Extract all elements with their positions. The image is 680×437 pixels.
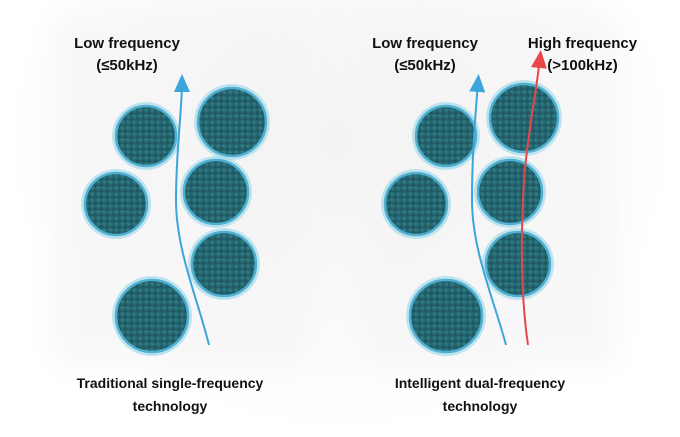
right-low-frequency-label: Low frequency (≤50kHz) [350, 33, 500, 77]
caption-line: technology [442, 398, 518, 414]
right-cell-group [381, 80, 562, 356]
cell [188, 228, 260, 300]
left-caption: Traditional single-frequency technology [40, 372, 300, 418]
high-frequency-arrow [520, 50, 547, 346]
caption-line: Traditional single-frequency [76, 375, 264, 391]
cell [112, 276, 192, 356]
right-high-frequency-label: High frequency (>100kHz) [505, 33, 660, 77]
high-frequency-range: (>100kHz) [547, 57, 618, 74]
low-frequency-range: (≤50kHz) [96, 57, 158, 74]
right-caption: Intelligent dual-frequency technology [350, 372, 610, 418]
cell [482, 228, 554, 300]
left-cell-group [81, 84, 270, 356]
low-frequency-arrow [173, 74, 210, 346]
caption-line: technology [132, 398, 208, 414]
low-frequency-title: Low frequency [372, 35, 478, 52]
cell [406, 276, 486, 356]
left-low-frequency-label: Low frequency (≤50kHz) [52, 33, 202, 77]
cell [474, 156, 546, 228]
caption-line: Intelligent dual-frequency [394, 375, 566, 391]
cell [112, 102, 180, 170]
cell [412, 102, 480, 170]
low-frequency-range: (≤50kHz) [394, 57, 456, 74]
cell [381, 169, 451, 239]
cell [81, 169, 151, 239]
cell [194, 84, 270, 160]
low-frequency-title: Low frequency [74, 35, 180, 52]
cell [486, 80, 562, 156]
high-frequency-title: High frequency [527, 35, 638, 52]
cell [180, 156, 252, 228]
low-frequency-arrow [469, 74, 507, 346]
